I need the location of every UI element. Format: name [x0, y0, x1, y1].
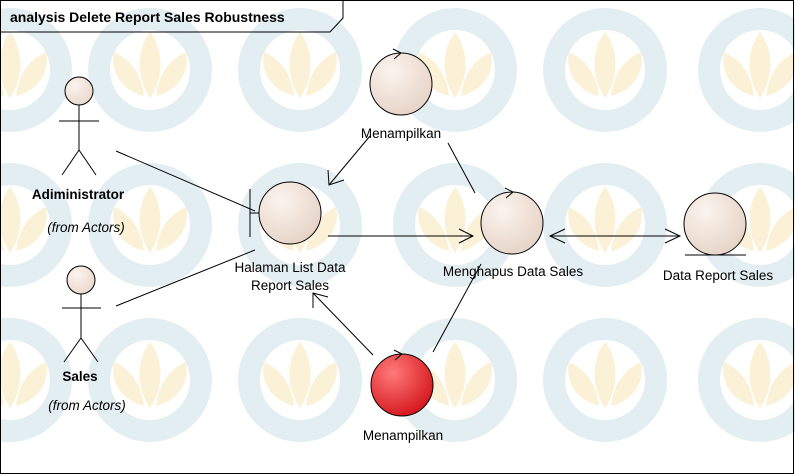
actor-head	[64, 76, 94, 106]
connector-menampilkan-top-menghapus	[447, 142, 476, 194]
control-menghapus-label: Menghapus Data Sales	[443, 264, 584, 279]
boundary-label-line1: Halaman List Data	[234, 260, 346, 275]
boundary-circle	[258, 181, 322, 245]
actor-administrator[interactable]	[59, 76, 99, 176]
arrowhead-menghapus	[458, 228, 475, 244]
actor-administrator-from: (from Actors)	[47, 220, 125, 235]
frame-title-tab	[0, 0, 344, 33]
connector-boundary-menampilkan-top	[328, 135, 371, 186]
actor-leg-right	[80, 337, 99, 363]
boundary-label-line2: Report Sales	[251, 278, 329, 293]
arrowhead-entity-left	[548, 228, 566, 244]
actor-leg-left	[61, 149, 80, 176]
actor-sales-name: Sales	[62, 369, 97, 384]
connector-admin-boundary	[115, 150, 256, 212]
control-circle	[480, 191, 544, 255]
control-menampilkan-bottom[interactable]	[370, 349, 434, 417]
actor-leg-left	[63, 337, 82, 363]
entity-circle	[683, 192, 747, 256]
entity-data-report-sales[interactable]	[683, 192, 747, 256]
control-menghapus-data-sales[interactable]	[480, 187, 544, 255]
frame-title: analysis Delete Report Sales Robustness	[10, 9, 285, 25]
control-menampilkan-bottom-label: Menampilkan	[363, 428, 443, 443]
boundary-halaman-list-data-report-sales[interactable]	[249, 181, 322, 245]
control-menampilkan-top[interactable]	[369, 48, 433, 116]
actor-administrator-name: Adiministrator	[32, 187, 125, 202]
connectors	[115, 135, 682, 356]
connector-sales-boundary	[115, 249, 256, 307]
arrowhead-menampilkan-bottom	[312, 292, 329, 308]
arrowhead-menampilkan-top	[327, 169, 345, 186]
control-arrow-icon	[504, 187, 514, 199]
actor-head	[66, 265, 96, 295]
control-arrow-icon	[392, 48, 402, 60]
control-circle-highlighted	[370, 353, 434, 417]
arrowhead-entity-right	[664, 228, 682, 244]
connector-menampilkan-bottom-menghapus	[432, 263, 482, 353]
control-menampilkan-top-label: Menampilkan	[361, 126, 441, 141]
actor-sales-from: (from Actors)	[48, 398, 126, 413]
connector-menampilkan-bottom-boundary	[312, 292, 374, 356]
control-circle	[369, 52, 433, 116]
actor-sales[interactable]	[62, 265, 101, 363]
entity-label: Data Report Sales	[663, 268, 774, 283]
actor-leg-right	[78, 149, 97, 176]
control-arrow-icon	[393, 349, 403, 361]
